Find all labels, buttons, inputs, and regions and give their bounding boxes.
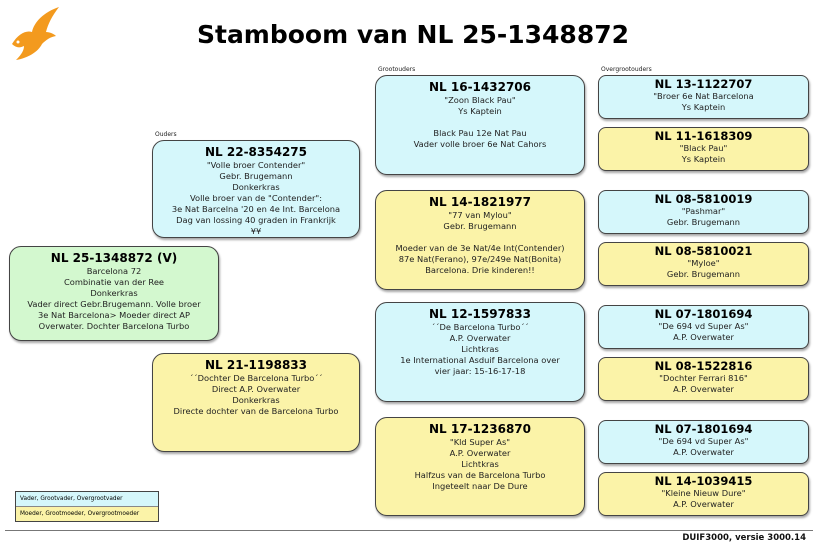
pigeon-info-line: [376, 117, 584, 128]
pigeon-info-line: Ys Kaptein: [681, 154, 726, 164]
pigeon-card[interactable]: NL 17-1236870"Kld Super As"A.P. Overwate…: [375, 417, 585, 516]
ring-number: NL 25-1348872 (V): [50, 251, 178, 265]
pigeon-info-line: "Zoon Black Pau": [444, 95, 516, 105]
pigeon-info-line: Barcelona. Drie kinderen!!: [425, 265, 535, 275]
pigeon-info-line: Gebr. Brugemann: [666, 217, 741, 227]
pigeon-card[interactable]: NL 22-8354275"Volle broer Contender"Gebr…: [152, 140, 360, 238]
pigeon-info-line: "De 694 vd Super As": [658, 436, 749, 446]
pigeon-card[interactable]: NL 21-1198833´´Dochter De Barcelona Turb…: [152, 353, 360, 452]
pigeon-info-line: "Pashmar": [681, 206, 726, 216]
pigeon-card[interactable]: NL 12-1597833´´De Barcelona Turbo´´A.P. …: [375, 302, 585, 402]
pigeon-info-line: ¥¥: [250, 226, 262, 236]
pigeon-info-line: Combinatie van der Ree: [63, 277, 165, 287]
ring-number: NL 07-1801694: [654, 422, 753, 436]
pigeon-info-line: Moeder van de 3e Nat/4e Int(Contender): [395, 243, 565, 253]
pigeon-card[interactable]: NL 08-5810021"Myloe"Gebr. Brugemann: [598, 242, 809, 286]
pigeon-info-line: [376, 232, 584, 243]
legend-male: Vader, Grootvader, Overgrootvader: [16, 492, 158, 507]
ring-number: NL 16-1432706: [429, 80, 531, 94]
greatgrandparents-label: Overgrootouders: [601, 66, 652, 73]
pigeon-info-line: ´´De Barcelona Turbo´´: [431, 322, 529, 332]
footer-version: DUIF3000, versie 3000.14: [682, 533, 806, 543]
ring-number: NL 14-1039415: [654, 474, 753, 488]
pigeon-info-line: Direct A.P. Overwater: [211, 384, 301, 394]
pigeon-info-line: Black Pau 12e Nat Pau: [433, 128, 527, 138]
pigeon-info-line: Ingeteelt naar De Dure: [432, 481, 528, 491]
pigeon-info-line: "Kleine Nieuw Dure": [661, 488, 746, 498]
pigeon-info-line: "Volle broer Contender": [206, 160, 306, 170]
pigeon-info-line: A.P. Overwater: [673, 499, 734, 509]
pigeon-info-line: A.P. Overwater: [449, 448, 511, 458]
pigeon-info-line: Vader direct Gebr.Brugemann. Volle broer: [27, 299, 201, 309]
pigeon-card[interactable]: NL 07-1801694"De 694 vd Super As"A.P. Ov…: [598, 420, 809, 464]
pigeon-info-line: Ys Kaptein: [458, 106, 502, 116]
pigeon-info-line: Directe dochter van de Barcelona Turbo: [173, 406, 339, 416]
pigeon-info-line: "77 van Mylou": [448, 210, 512, 220]
pigeon-info-line: Halfzus van de Barcelona Turbo: [414, 470, 546, 480]
pigeon-info-line: Gebr. Brugemann: [219, 171, 293, 181]
pigeon-info-line: Lichtkras: [461, 459, 499, 469]
pigeon-info-line: 3e Nat Barcelna '20 en 4e Int. Barcelona: [171, 204, 341, 214]
pigeon-card[interactable]: NL 07-1801694"De 694 vd Super As"A.P. Ov…: [598, 305, 809, 349]
parents-label: Ouders: [155, 131, 177, 138]
ring-number: NL 22-8354275: [205, 145, 307, 159]
pigeon-info-line: Donkerkras: [232, 395, 280, 405]
ring-number: NL 21-1198833: [205, 358, 307, 372]
ring-number: NL 13-1122707: [654, 77, 753, 91]
pigeon-info-line: A.P. Overwater: [673, 447, 734, 457]
ring-number: NL 08-5810019: [654, 192, 753, 206]
pigeon-logo-icon: [12, 7, 59, 60]
grandparents-label: Grootouders: [378, 66, 416, 73]
pigeon-card[interactable]: NL 08-5810019"Pashmar"Gebr. Brugemann: [598, 190, 809, 234]
pigeon-info-line: 1e International Asduif Barcelona over: [400, 355, 560, 365]
pigeon-info-line: ´´Dochter De Barcelona Turbo´´: [189, 373, 323, 383]
pigeon-info-line: Ys Kaptein: [681, 102, 726, 112]
pigeon-info-line: Gebr. Brugemann: [666, 269, 741, 279]
pigeon-info-line: vier jaar: 15-16-17-18: [434, 366, 526, 376]
pigeon-info-line: Volle broer van de "Contender":: [189, 193, 323, 203]
pigeon-info-line: Donkerkras: [232, 182, 280, 192]
pigeon-info-line: "Dochter Ferrari 816": [659, 373, 748, 383]
pigeon-card[interactable]: NL 11-1618309"Black Pau"Ys Kaptein: [598, 127, 809, 171]
pigeon-info-line: A.P. Overwater: [673, 332, 734, 342]
pigeon-card[interactable]: NL 14-1821977"77 van Mylou"Gebr. Brugema…: [375, 190, 585, 290]
pigeon-info-line: Dag van lossing 40 graden in Frankrijk: [176, 215, 336, 225]
pigeon-info-line: Donkerkras: [90, 288, 138, 298]
pigeon-info-line: 3e Nat Barcelona> Moeder direct AP: [38, 310, 190, 320]
page-title: Stamboom van NL 25-1348872: [196, 20, 630, 49]
ring-number: NL 07-1801694: [654, 307, 753, 321]
color-legend: Vader, Grootvader, Overgrootvader Moeder…: [15, 491, 159, 522]
pigeon-card[interactable]: NL 08-1522816"Dochter Ferrari 816"A.P. O…: [598, 357, 809, 401]
pigeon-info-line: A.P. Overwater: [449, 333, 511, 343]
legend-female: Moeder, Grootmoeder, Overgrootmoeder: [16, 507, 158, 521]
pigeon-info-line: A.P. Overwater: [673, 384, 734, 394]
pigeon-info-line: Vader volle broer 6e Nat Cahors: [413, 139, 547, 149]
pigeon-info-line: "Myloe": [687, 258, 720, 268]
ring-number: NL 11-1618309: [654, 129, 753, 143]
ring-number: NL 12-1597833: [429, 307, 531, 321]
pigeon-info-line: Lichtkras: [461, 344, 499, 354]
pigeon-info-line: "De 694 vd Super As": [658, 321, 749, 331]
pigeon-info-line: "Broer 6e Nat Barcelona: [653, 91, 754, 101]
pigeon-info-line: Barcelona 72: [86, 266, 142, 276]
pigeon-info-line: Gebr. Brugemann: [443, 221, 517, 231]
pigeon-info-line: 87e Nat(Ferano), 97e/249e Nat(Bonita): [398, 254, 562, 264]
ring-number: NL 14-1821977: [429, 195, 531, 209]
pigeon-info-line: "Black Pau": [679, 143, 728, 153]
footer-divider: [5, 530, 813, 531]
pigeon-card[interactable]: NL 14-1039415"Kleine Nieuw Dure"A.P. Ove…: [598, 472, 809, 516]
ring-number: NL 17-1236870: [429, 422, 531, 436]
pigeon-info-line: "Kld Super As": [449, 437, 511, 447]
pigeon-info-line: Overwater. Dochter Barcelona Turbo: [38, 321, 190, 331]
ring-number: NL 08-5810021: [654, 244, 753, 258]
ring-number: NL 08-1522816: [654, 359, 753, 373]
